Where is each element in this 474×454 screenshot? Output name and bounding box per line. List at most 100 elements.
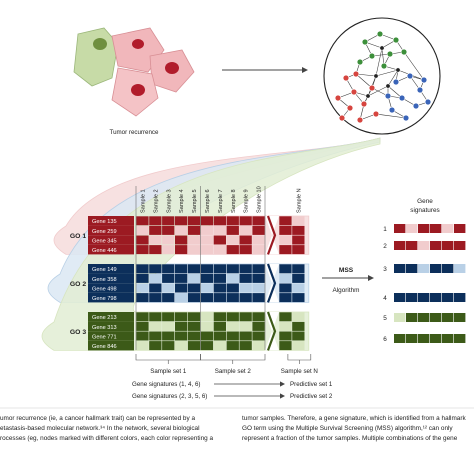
gene-label-bg (88, 235, 134, 245)
matrix-cell (136, 283, 149, 293)
network-node (368, 52, 376, 60)
matrix-cell (252, 331, 265, 341)
signature-cell (394, 224, 406, 233)
matrix-cell (239, 341, 252, 351)
matrix-cell (200, 321, 214, 331)
matrix-cell (213, 293, 226, 303)
matrix-cell (187, 341, 201, 351)
gene-label: Gene 498 (92, 286, 117, 292)
matrix-cell (213, 216, 226, 226)
matrix-cell (226, 321, 239, 331)
matrix-cell (239, 245, 252, 255)
mss-subtitle: Algorithm (333, 287, 360, 294)
matrix-cell (187, 225, 201, 235)
matrix-break (265, 264, 279, 303)
matrix-cell (279, 235, 292, 245)
caption-right-line-1: tumor samples. Therefore, a gene signatu… (242, 415, 466, 422)
sample-label: Sample 2 (153, 189, 159, 213)
network-node (356, 58, 364, 66)
signature-cell (394, 241, 406, 250)
sample-set-bracket (135, 354, 201, 361)
signature-number: 5 (383, 315, 387, 322)
matrix-cell (292, 264, 305, 274)
network-node (400, 48, 408, 56)
tumor-nucleus-green (93, 38, 107, 50)
network-circle (323, 17, 441, 135)
network-node (398, 94, 406, 102)
matrix-cell (252, 264, 265, 274)
gene-label: Gene 798 (92, 296, 117, 302)
signature-cell (454, 224, 466, 233)
matrix-cell (149, 225, 162, 235)
matrix-cell (162, 331, 175, 341)
matrix-cell (279, 245, 292, 255)
signature-cell (406, 334, 418, 343)
sample-set-bracket (200, 354, 266, 361)
matrix-cell (239, 312, 252, 322)
signature-cell (394, 293, 406, 302)
matrix-cell (252, 312, 265, 322)
matrix-cell (292, 341, 305, 351)
matrix-cell (136, 235, 149, 245)
gene-label: Gene 213 (92, 315, 117, 321)
matrix-cell (175, 321, 188, 331)
gene-label-bg (88, 312, 134, 322)
network-node (416, 86, 424, 94)
tumor-cell-green (73, 27, 119, 87)
signature-cell (442, 334, 454, 343)
matrix-break (265, 312, 279, 351)
signature-number: 2 (383, 243, 387, 250)
sample-label: Sample 6 (205, 189, 211, 213)
matrix-cell (175, 235, 188, 245)
sample-label: Sample 8 (231, 189, 237, 213)
sample-set-label: Sample set 2 (215, 368, 252, 375)
network-node (360, 100, 368, 108)
matrix-cell (213, 245, 226, 255)
network-node (365, 93, 371, 99)
gene-label: Gene 345 (92, 238, 117, 244)
matrix-cell (149, 331, 162, 341)
sample-label: Sample 5 (192, 189, 198, 213)
matrix-cell (149, 245, 162, 255)
matrix-cell (200, 341, 214, 351)
gene-label: Gene 771 (92, 334, 117, 340)
matrix-cell (136, 341, 149, 351)
sample-set-bracket (287, 354, 312, 361)
matrix-cell (226, 216, 239, 226)
network-node (392, 36, 400, 44)
caption-right-line-3: represent a fraction of the tumor sample… (242, 435, 458, 442)
network-node (406, 72, 414, 80)
network-node (342, 74, 350, 82)
matrix-cell (187, 235, 201, 245)
signature-cell (430, 313, 442, 322)
matrix-cell (213, 273, 226, 283)
matrix-cell (292, 283, 305, 293)
matrix-cell (213, 331, 226, 341)
network-node (412, 102, 420, 110)
matrix-cell (162, 216, 175, 226)
matrix-cell (279, 264, 292, 274)
matrix-cell (226, 312, 239, 322)
gene-label-bg (88, 340, 134, 351)
matrix-cell (239, 216, 252, 226)
matrix-cell (187, 293, 201, 303)
matrix-cell (239, 293, 252, 303)
matrix-cell (149, 216, 162, 226)
network-diagram (323, 17, 441, 135)
matrix-cell (292, 245, 305, 255)
matrix-cell (252, 293, 265, 303)
network-node (402, 114, 410, 122)
gene-label: Gene 259 (92, 229, 117, 235)
network-node (338, 114, 346, 122)
matrix-cell (187, 273, 201, 283)
network-nodes (334, 30, 432, 124)
predictive-sets: Gene signatures (1, 4, 6)Predictive set … (132, 381, 333, 400)
tumor-illustration (73, 27, 195, 117)
matrix-cell (149, 283, 162, 293)
signature-cell (430, 293, 442, 302)
tumor-nucleus-2 (165, 62, 179, 74)
